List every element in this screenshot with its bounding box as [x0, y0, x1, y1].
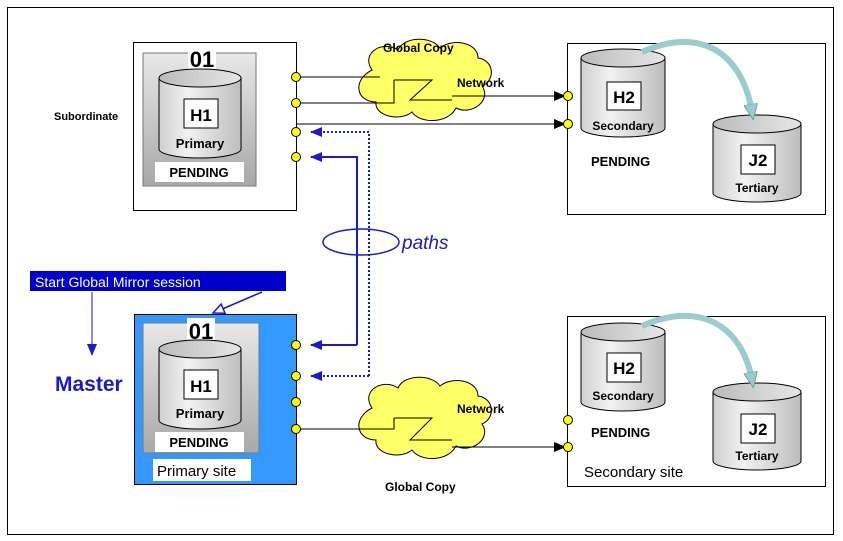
start-session-banner — [30, 271, 286, 291]
port-dot — [291, 72, 301, 82]
paths-label: paths — [401, 233, 449, 254]
top-primary-state: PENDING — [169, 165, 228, 180]
start-session-arrow — [213, 291, 263, 313]
subordinate-label: Subordinate — [54, 111, 118, 123]
bottom-link-1 — [296, 418, 395, 430]
port-dot — [563, 442, 573, 452]
top-tertiary-volume-role: Tertiary — [735, 181, 778, 195]
port-dot — [291, 98, 301, 108]
network-bottom-label: Network — [457, 402, 505, 416]
bottom-network-cloud — [358, 376, 492, 459]
bottom-flashcopy-arrow — [640, 313, 752, 380]
bottom-secondary-volume-id: H2 — [613, 359, 635, 378]
port-dot — [291, 340, 301, 350]
port-dot — [563, 91, 573, 101]
port-dot — [291, 424, 301, 434]
top-link-2 — [296, 80, 395, 104]
top-lss-number: 01 — [190, 47, 214, 72]
top-secondary-state: PENDING — [591, 154, 650, 169]
bottom-primary-volume-role: Primary — [176, 406, 225, 421]
port-dot — [291, 371, 301, 381]
secondary-site-label: Secondary site — [584, 464, 683, 481]
global-copy-bottom-label: Global Copy — [385, 480, 456, 494]
master-label: Master — [55, 373, 123, 396]
bottom-primary-volume-cylinder — [158, 339, 242, 430]
top-flashcopy-arrow — [640, 39, 752, 112]
top-network-cloud — [358, 38, 492, 121]
network-top-label: Network — [457, 76, 505, 90]
path-dotted-to-top — [310, 127, 370, 376]
primary-site-label: Primary site — [157, 463, 236, 480]
top-secondary-site: H2 Secondary PENDING J2 Tertiary — [567, 39, 826, 215]
path-solid-to-top — [310, 152, 358, 345]
top-primary-storage: 01 H1 Primary PENDING — [133, 42, 297, 211]
port-dot — [291, 127, 301, 137]
port-dot — [291, 152, 301, 162]
bottom-primary-volume-id: H1 — [190, 377, 212, 396]
bottom-secondary-volume-role: Secondary — [592, 389, 654, 403]
port-dot — [563, 415, 573, 425]
top-secondary-volume-id: H2 — [613, 88, 635, 107]
bottom-tertiary-volume-role: Tertiary — [735, 449, 778, 463]
port-dot — [291, 397, 301, 407]
bottom-secondary-site: H2 Secondary PENDING J2 Tertiary Seconda… — [567, 313, 826, 487]
global-copy-top-label: Global Copy — [383, 41, 454, 55]
top-secondary-ports — [563, 91, 573, 129]
paths-ellipse — [322, 228, 400, 256]
top-primary-volume-id: H1 — [190, 106, 212, 125]
top-tertiary-volume-id: J2 — [749, 151, 768, 170]
port-dot — [563, 119, 573, 129]
bottom-primary-ports — [291, 340, 301, 434]
bottom-primary-state: PENDING — [169, 435, 228, 450]
start-session-label: Start Global Mirror session — [35, 274, 201, 290]
top-primary-volume-role: Primary — [176, 136, 225, 151]
top-primary-ports — [291, 72, 301, 162]
bottom-secondary-ports — [563, 415, 573, 452]
bottom-primary-storage: 01 H1 Primary PENDING Primary site — [134, 314, 297, 485]
bottom-tertiary-volume-id: J2 — [749, 420, 768, 439]
bottom-secondary-state: PENDING — [591, 425, 650, 440]
top-secondary-volume-role: Secondary — [592, 119, 654, 133]
